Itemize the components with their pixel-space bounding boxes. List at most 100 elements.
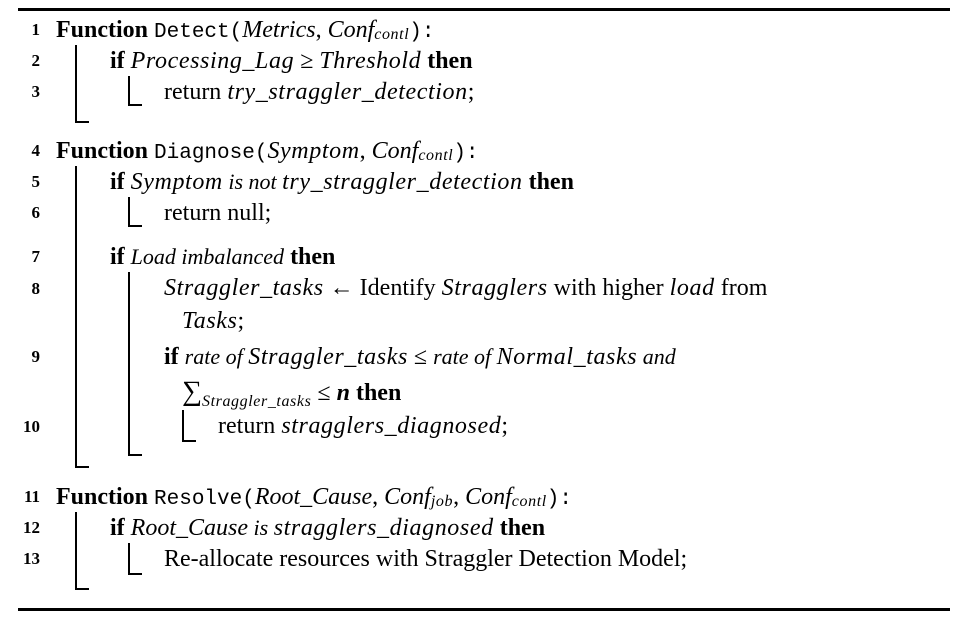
line-number: 8 xyxy=(31,279,41,298)
block-end xyxy=(128,454,142,456)
line-1: Function Detect(Metrics, Confcontl): xyxy=(56,15,434,48)
line-8: Straggler_tasks ← Identify Stragglers wi… xyxy=(164,273,767,303)
bottom-rule xyxy=(18,608,950,611)
block-line xyxy=(128,76,130,106)
arg: Conf xyxy=(371,138,419,164)
text: ← Identify xyxy=(323,275,442,301)
keyword: if xyxy=(110,169,125,195)
connector: is xyxy=(248,515,274,540)
line-4: Function Diagnose(Symptom, Confcontl): xyxy=(56,136,479,169)
block-line xyxy=(75,166,77,468)
line-9: if rate of Straggler_tasks ≤ rate of Nor… xyxy=(164,342,676,372)
comma: , xyxy=(372,484,385,510)
operator: ≥ xyxy=(294,48,320,74)
value: try_straggler_detection xyxy=(282,169,523,195)
keyword: then xyxy=(528,169,574,195)
top-rule xyxy=(18,8,950,11)
return-keyword: return xyxy=(164,79,228,105)
block-end xyxy=(182,440,196,442)
keyword: then xyxy=(427,48,473,74)
block-line xyxy=(128,197,130,227)
variable: Stragglers xyxy=(441,275,548,301)
subscript: Straggler_tasks xyxy=(201,393,312,410)
variable: Normal_tasks xyxy=(496,344,638,370)
text: rate of xyxy=(433,344,497,369)
line-5: if Symptom is not try_straggler_detectio… xyxy=(110,167,574,197)
comma: , xyxy=(453,484,466,510)
line-9-cont: ∑Straggler_tasks ≤ n then xyxy=(182,376,402,410)
arg: Root_Cause xyxy=(254,484,373,510)
comma: , xyxy=(359,138,372,164)
paren: ): xyxy=(453,142,479,165)
text: from xyxy=(714,275,768,301)
line-number: 6 xyxy=(31,203,41,222)
value: stragglers_diagnosed xyxy=(273,515,494,541)
variable: n xyxy=(336,380,350,406)
line-number: 5 xyxy=(31,172,41,191)
function-name: Detect xyxy=(154,21,230,44)
value: try_straggler_detection xyxy=(227,79,468,105)
arg: Symptom xyxy=(267,138,360,164)
keyword: then xyxy=(355,380,402,406)
block-line xyxy=(128,272,130,456)
line-number: 9 xyxy=(31,347,41,366)
line-10: return stragglers_diagnosed; xyxy=(218,411,508,441)
line-number: 13 xyxy=(23,549,40,568)
statement: Re-allocate resources with Straggler Det… xyxy=(164,546,688,572)
paren: ( xyxy=(229,21,243,44)
keyword: Function xyxy=(56,484,149,510)
arg: Conf xyxy=(384,484,431,510)
text: rate of xyxy=(184,344,249,369)
semicolon: ; xyxy=(237,308,245,334)
condition: Load imbalanced xyxy=(130,244,285,269)
arg: Conf xyxy=(327,17,375,43)
keyword: if xyxy=(110,244,125,270)
function-name: Diagnose xyxy=(154,142,255,165)
semicolon: ; xyxy=(467,79,475,105)
variable: Threshold xyxy=(319,48,422,74)
line-11: Function Resolve(Root_Cause, Confjob, Co… xyxy=(56,482,572,515)
line-6: return null; xyxy=(164,198,271,228)
subscript: contl xyxy=(374,26,410,43)
block-end xyxy=(128,104,142,106)
block-end xyxy=(75,466,89,468)
statement: return null; xyxy=(164,200,272,226)
paren: ( xyxy=(242,488,255,511)
block-end xyxy=(128,225,142,227)
line-number: 7 xyxy=(31,247,41,266)
paren: ): xyxy=(546,488,573,511)
paren: ): xyxy=(409,21,435,44)
variable: Straggler_tasks xyxy=(164,275,324,301)
variable: Straggler_tasks xyxy=(248,344,408,370)
block-end xyxy=(128,573,142,575)
block-line xyxy=(75,512,77,590)
keyword: if xyxy=(110,515,125,541)
arg: Metrics xyxy=(242,17,316,43)
subscript: contl xyxy=(418,147,454,164)
text: with higher xyxy=(547,275,670,301)
block-line xyxy=(75,45,77,123)
line-number: 4 xyxy=(31,141,41,160)
line-number: 10 xyxy=(23,417,40,436)
line-number: 11 xyxy=(23,487,40,506)
keyword: if xyxy=(110,48,125,74)
line-8-cont: Tasks; xyxy=(182,306,244,336)
block-line xyxy=(182,410,184,442)
variable: Symptom xyxy=(130,169,223,195)
line-number: 3 xyxy=(31,82,41,101)
operator: ≤ xyxy=(311,380,337,406)
block-line xyxy=(128,543,130,575)
line-12: if Root_Cause is stragglers_diagnosed th… xyxy=(110,513,545,543)
keyword: if xyxy=(164,344,179,370)
keyword: Function xyxy=(56,17,149,43)
connector: is not xyxy=(222,169,283,194)
variable: load xyxy=(669,275,715,301)
value: stragglers_diagnosed xyxy=(281,413,502,439)
line-7: if Load imbalanced then xyxy=(110,242,335,272)
block-end xyxy=(75,588,89,590)
arg: Conf xyxy=(465,484,512,510)
sum-symbol: ∑ xyxy=(182,376,202,407)
variable: Processing_Lag xyxy=(130,48,295,74)
line-13: Re-allocate resources with Straggler Det… xyxy=(164,544,687,574)
operator: ≤ xyxy=(407,344,434,370)
